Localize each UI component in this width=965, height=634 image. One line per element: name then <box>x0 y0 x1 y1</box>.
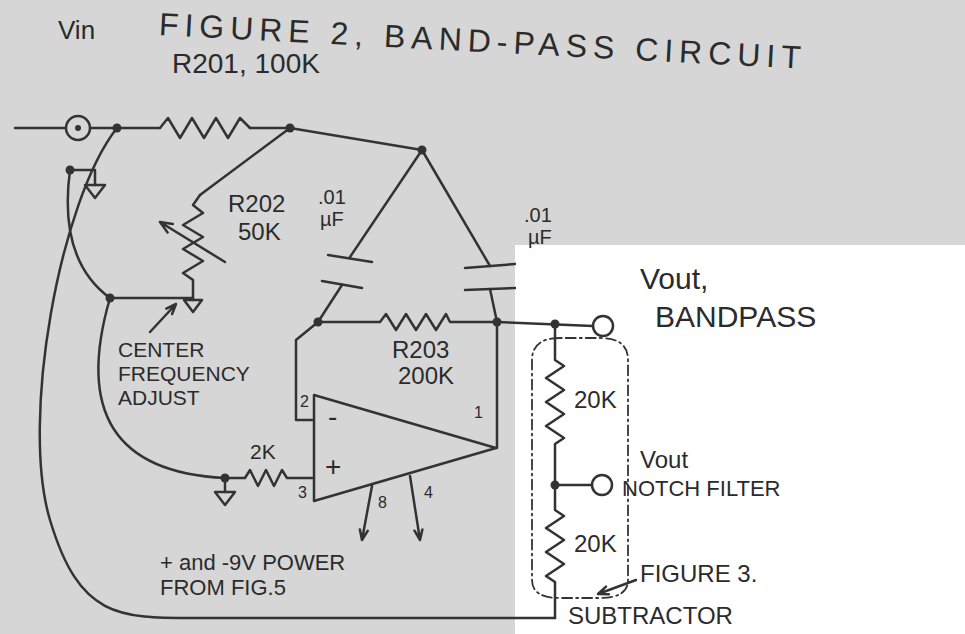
power-arrow <box>360 486 372 540</box>
wire <box>555 484 592 487</box>
junction-dot <box>66 166 75 175</box>
part-value: .01 <box>524 204 552 227</box>
wire <box>497 322 593 326</box>
junction-dot <box>113 124 122 133</box>
pin-sign: - <box>328 403 337 431</box>
signal-name: NOTCH FILTER <box>622 476 780 501</box>
ground-symbol <box>215 492 235 505</box>
wire <box>422 150 490 266</box>
pin-number: 8 <box>378 494 387 512</box>
part-name: R201, 100K <box>172 48 320 80</box>
ground-symbol <box>85 185 105 198</box>
junction-dot <box>551 481 560 490</box>
junction-dot <box>286 124 295 133</box>
ground-symbol <box>184 300 202 312</box>
wiring <box>15 116 636 618</box>
resistor-symbol <box>318 314 497 330</box>
wire <box>318 285 342 322</box>
junction-dot <box>106 294 115 303</box>
power-note: + and -9V POWER FROM FIG.5 <box>160 550 370 601</box>
pin-number: 3 <box>298 484 307 502</box>
output-jack <box>593 316 613 336</box>
input-jack <box>66 116 90 140</box>
part-value: 50K <box>238 218 281 246</box>
junction-dot <box>314 318 323 327</box>
pin-sign: + <box>325 453 341 481</box>
output-jack <box>592 475 612 495</box>
pin-number: 4 <box>424 484 433 502</box>
signal-name: Vin <box>58 16 95 46</box>
signal-name: BANDPASS <box>655 300 816 335</box>
wire <box>200 128 290 195</box>
junction-dot <box>418 146 427 155</box>
leader-arrow <box>598 580 636 594</box>
part-value: .01 <box>318 186 346 209</box>
resistor-divider <box>546 324 564 618</box>
wire <box>90 127 160 130</box>
junction-dot <box>551 320 560 329</box>
signal-name: Vout, <box>640 262 708 297</box>
figure-reference: SUBTRACTOR <box>568 602 733 630</box>
op-amp-triangle: -+ <box>312 393 498 503</box>
part-unit: µF <box>528 226 552 249</box>
variable-arrow <box>160 222 225 262</box>
control-note: CENTER FREQUENCY ADJUST <box>118 338 293 410</box>
op-amp-symbol <box>314 395 496 501</box>
junction-dot <box>493 318 502 327</box>
resistor-symbol <box>225 470 312 486</box>
dashed-outline <box>532 338 628 598</box>
signal-name: Vout <box>640 446 688 474</box>
wire <box>68 170 110 298</box>
capacitor-symbol <box>465 264 515 290</box>
part-name: R203 <box>392 336 449 364</box>
part-unit: µF <box>320 208 344 231</box>
wire <box>490 289 497 322</box>
part-value: 2K <box>250 440 276 464</box>
resistor-symbol <box>160 118 250 138</box>
pin-number: 2 <box>300 393 309 411</box>
leader-arrow <box>150 304 176 332</box>
power-arrow <box>410 476 422 540</box>
capacitor-symbol <box>322 255 372 288</box>
part-value: 20K <box>574 530 617 558</box>
junction-dot <box>221 474 230 483</box>
part-value: 20K <box>574 386 617 414</box>
output-wire <box>496 322 499 448</box>
figure-reference: FIGURE 3. <box>640 560 757 588</box>
wire <box>350 150 422 257</box>
part-value: 200K <box>398 362 454 390</box>
jack-pin <box>75 125 81 131</box>
long-wire <box>40 128 555 618</box>
wiper-wire <box>110 297 193 300</box>
input-wire <box>15 127 66 130</box>
op-amp-outline <box>312 393 498 503</box>
white-panel <box>515 245 965 634</box>
pin-number: 1 <box>474 404 483 422</box>
part-name: R202 <box>228 190 285 218</box>
junction-dots <box>66 124 560 490</box>
